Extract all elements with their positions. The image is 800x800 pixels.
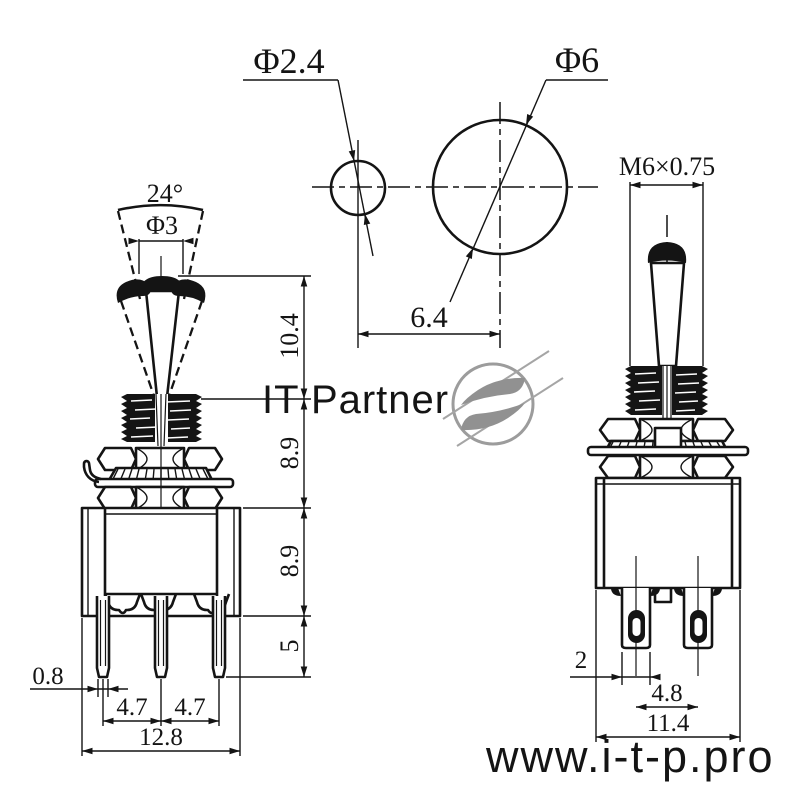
dim-terminal-width-text: 2 <box>575 647 588 674</box>
dim-terminal-thickness-text: 0.8 <box>32 663 63 690</box>
threaded-bushing-side <box>625 366 708 419</box>
dim-pitch-side-text: 4.8 <box>651 680 682 707</box>
dim-body-width: 12.8 <box>81 618 241 756</box>
watermark-site-text: www.i-t-p.pro <box>485 731 775 782</box>
dim-pitch-right-text: 4.7 <box>174 694 205 721</box>
side-view: M6×0.75 <box>570 152 750 742</box>
dim-thread-text: M6×0.75 <box>619 152 715 181</box>
dim-body-height-text: 8.9 <box>275 545 304 578</box>
terminals-front <box>95 596 227 679</box>
dim-hole-large-text: Φ6 <box>555 40 599 80</box>
dim-angle-text: 24° <box>147 179 183 208</box>
dim-pitch-side: 4.8 <box>636 680 698 711</box>
dim-hole-large: Φ6 <box>449 40 608 303</box>
threaded-bushing <box>121 393 202 447</box>
dim-pitch-left-text: 4.7 <box>116 694 147 721</box>
hex-nut-top <box>96 446 224 472</box>
dim-lever-height-text: 10.4 <box>275 313 304 359</box>
dim-angle: 24° <box>117 179 204 212</box>
lever-cap <box>116 276 206 303</box>
lever-cap-side <box>647 242 687 263</box>
hex-nut-bottom <box>96 485 224 511</box>
it-partner-logo-icon <box>442 350 564 447</box>
dim-lever-dia: Φ3 <box>128 211 194 274</box>
dim-bushing-height-text: 8.9 <box>275 437 304 470</box>
terminals-side <box>620 556 714 676</box>
front-view: 24° Φ3 <box>30 179 311 756</box>
dim-terminal-length-text: 5 <box>275 640 304 653</box>
hex-nut-bottom-side <box>598 454 735 480</box>
dim-hole-small: Φ2.4 <box>243 41 374 257</box>
watermark: IT Partner www.i-t-p.pro <box>262 350 775 782</box>
dim-pin-pitch: 4.7 4.7 <box>102 679 220 726</box>
dim-hole-small-text: Φ2.4 <box>253 41 324 81</box>
dim-lever-dia-text: Φ3 <box>146 211 178 240</box>
dim-hole-spacing-text: 6.4 <box>410 301 448 334</box>
dim-terminal-width: 2 <box>570 647 661 685</box>
watermark-brand-text: IT Partner <box>262 378 449 422</box>
dim-thread: M6×0.75 <box>619 152 715 366</box>
mounting-plate-side <box>586 445 750 457</box>
dim-body-depth: 11.4 <box>595 590 741 742</box>
locating-lug <box>82 459 102 484</box>
switch-body-side <box>594 476 742 604</box>
lever-shaft-side <box>649 261 686 368</box>
dim-hole-spacing: 6.4 <box>358 301 500 338</box>
dim-body-width-text: 12.8 <box>139 724 183 751</box>
dim-terminal-thickness: 0.8 <box>30 663 128 697</box>
dim-body-depth-text: 11.4 <box>647 710 690 737</box>
top-view: Φ2.4 Φ6 6.4 <box>243 40 608 348</box>
dim-height-chain: 10.4 8.9 8.9 5 <box>178 275 311 678</box>
